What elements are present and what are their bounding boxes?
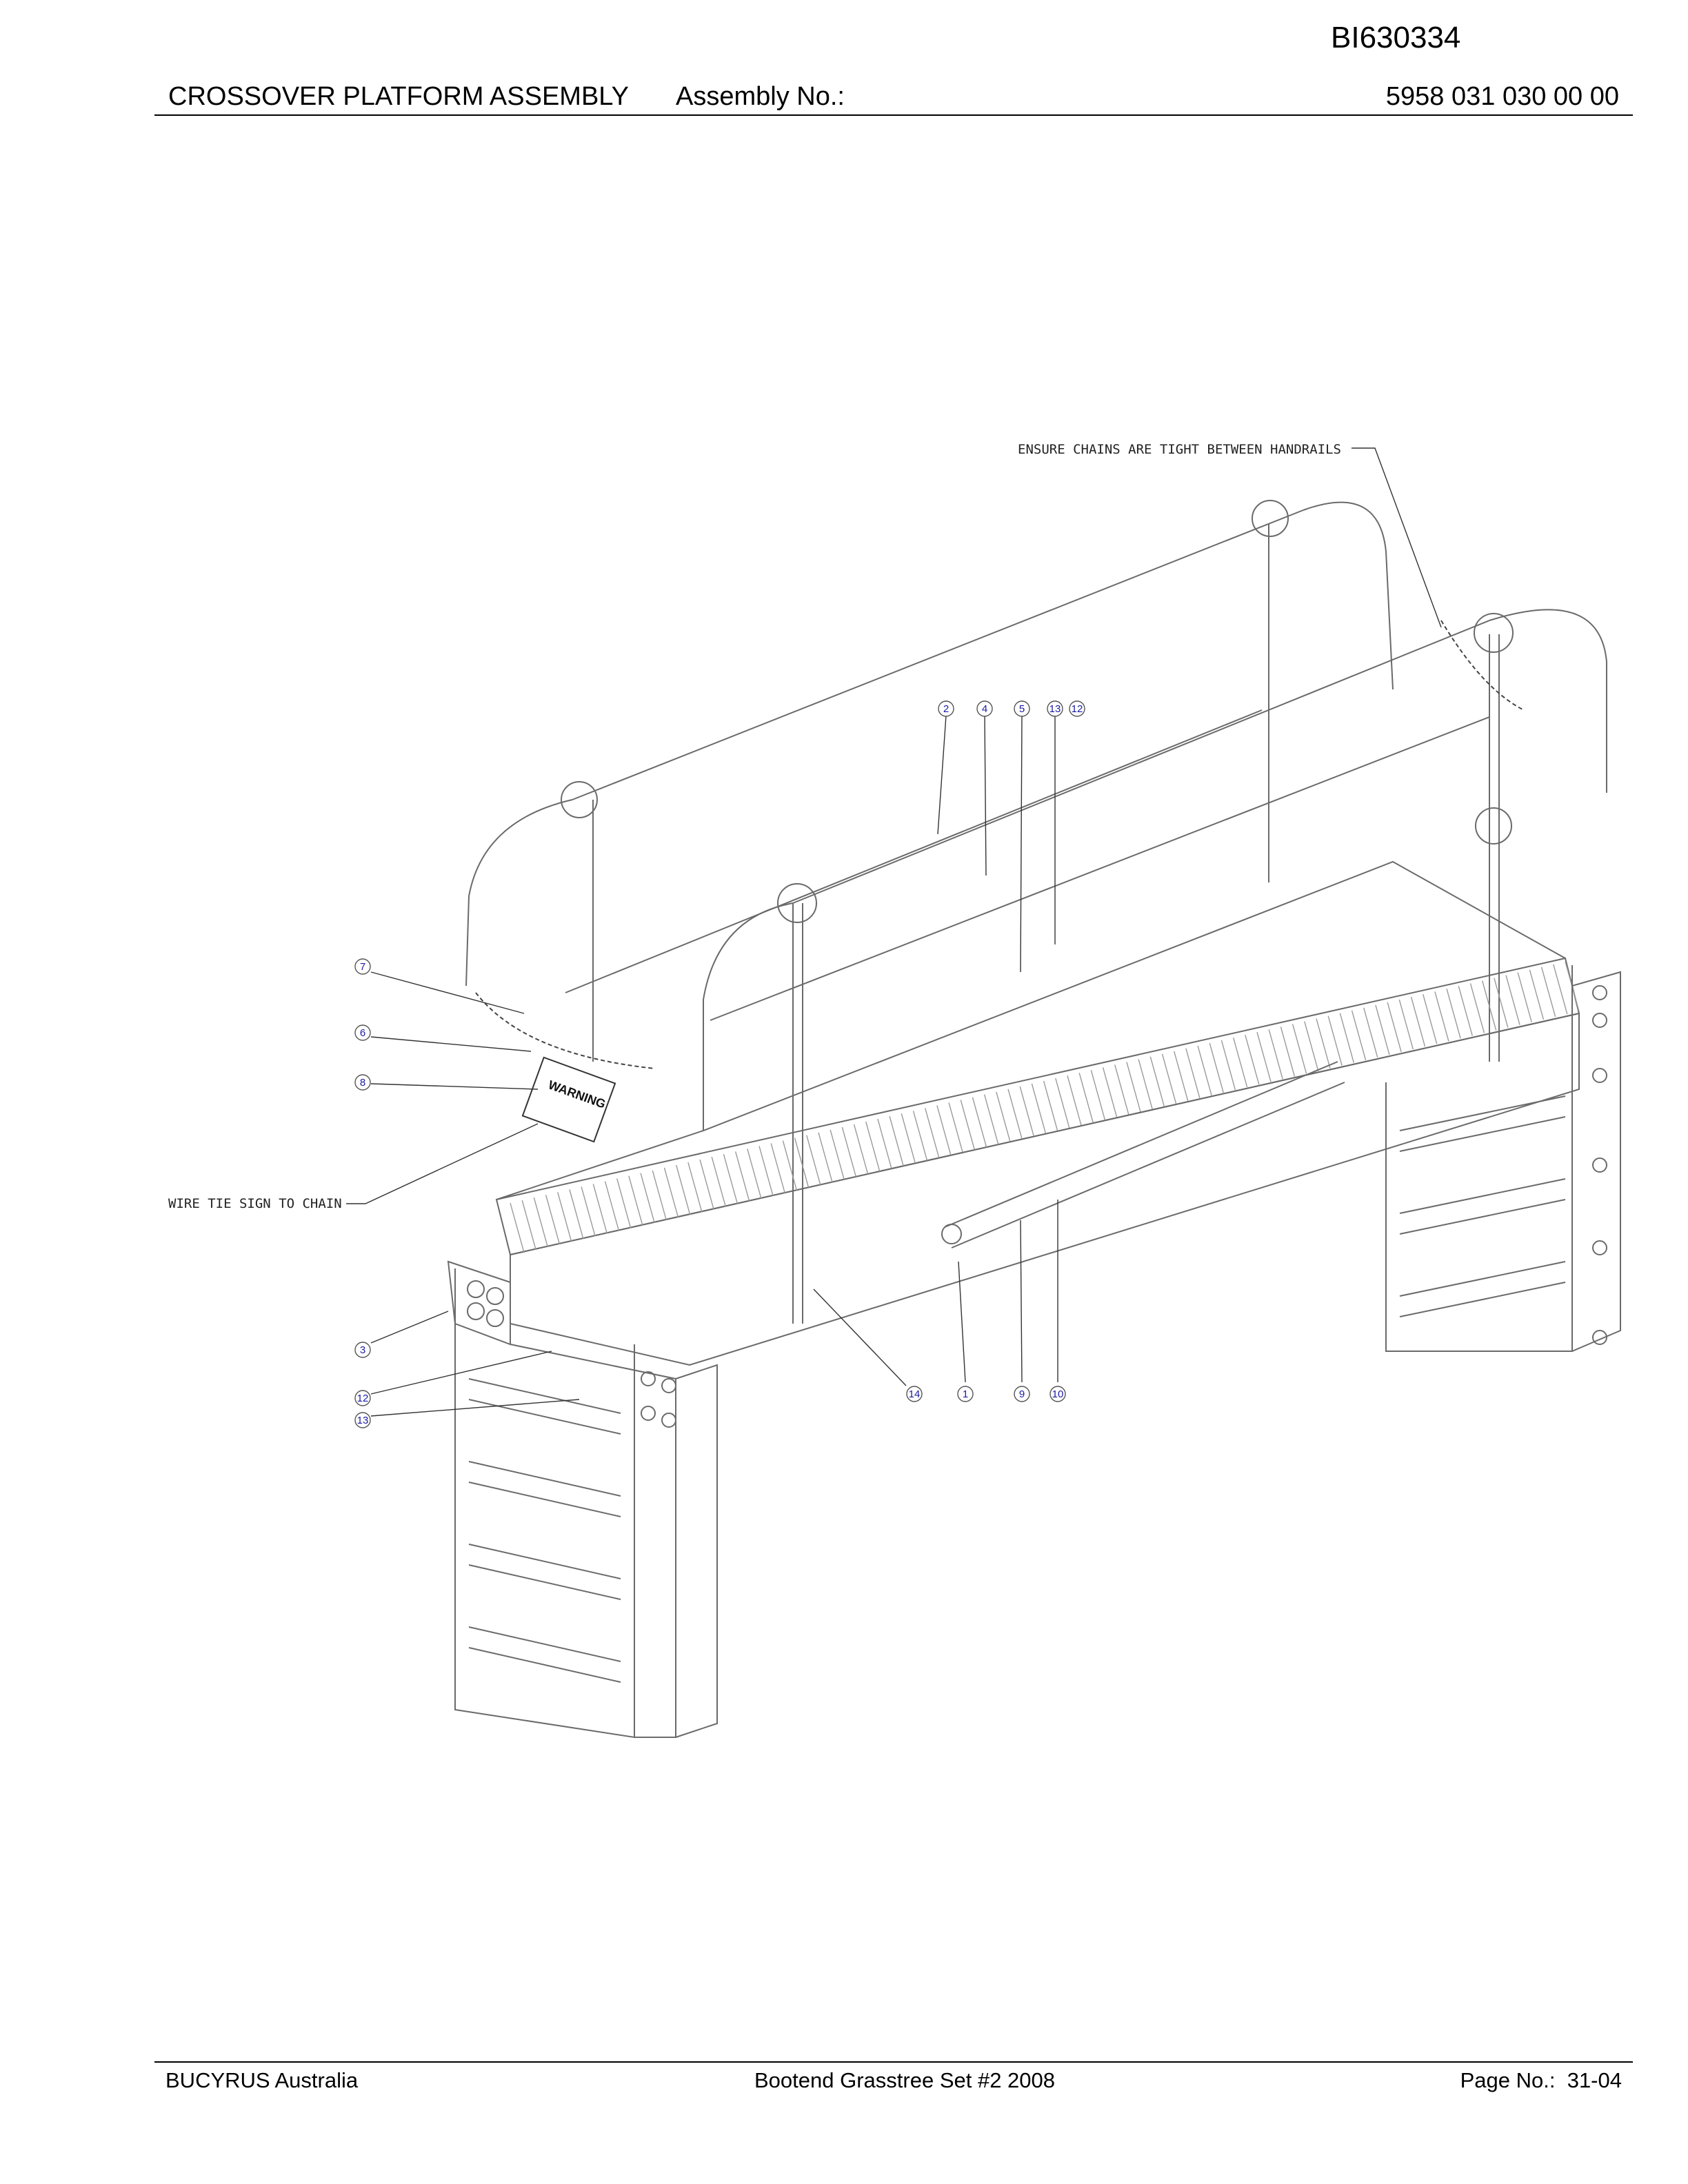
leader-lines xyxy=(346,447,1442,1417)
footer-company: BUCYRUS Australia xyxy=(165,2068,359,2092)
callout-14: 14 xyxy=(909,1388,921,1400)
callout-2: 2 xyxy=(943,703,949,715)
assembly-title: CROSSOVER PLATFORM ASSEMBLY xyxy=(168,82,629,111)
callout-12-left: 12 xyxy=(357,1393,369,1404)
assembly-number-label: Assembly No.: xyxy=(676,82,845,111)
support-frames xyxy=(447,965,1621,1739)
footer-page-label: Page No.: xyxy=(1460,2068,1556,2092)
callout-13-left: 13 xyxy=(357,1415,369,1426)
chain-group xyxy=(475,620,1525,1069)
note-wire-tie-sign: WIRE TIE SIGN TO CHAIN xyxy=(168,1196,342,1211)
note-chains-tight: ENSURE CHAINS ARE TIGHT BETWEEN HANDRAIL… xyxy=(1018,442,1341,457)
page-footer: BUCYRUS Australia Bootend Grasstree Set … xyxy=(154,2061,1633,2097)
callout-7: 7 xyxy=(360,961,365,973)
callout-13-top: 13 xyxy=(1049,703,1061,715)
callout-bubbles-top: 2 4 5 13 12 xyxy=(938,700,1085,717)
callout-bubbles-left: 7 6 8 3 12 13 xyxy=(354,958,371,1428)
callout-10: 10 xyxy=(1052,1388,1064,1400)
bolt-pattern xyxy=(467,985,1607,1428)
document-id: BI630334 xyxy=(1331,21,1461,54)
callout-8: 8 xyxy=(360,1077,365,1089)
page-header: CROSSOVER PLATFORM ASSEMBLY Assembly No.… xyxy=(154,76,1633,116)
footer-page: Page No.: 31-04 xyxy=(1460,2068,1622,2093)
callout-5: 5 xyxy=(1019,703,1025,715)
warning-sign xyxy=(521,1056,616,1143)
assembly-number: 5958 031 030 00 00 xyxy=(1385,82,1619,111)
callout-1: 1 xyxy=(963,1388,968,1400)
callout-4: 4 xyxy=(982,703,987,715)
footer-page-number: 31-04 xyxy=(1567,2068,1622,2092)
callout-3: 3 xyxy=(360,1344,365,1356)
callout-9: 9 xyxy=(1019,1388,1025,1400)
callout-bubbles-bottom: 14 1 9 10 xyxy=(906,1386,1066,1402)
platform-linework xyxy=(465,500,1607,1366)
callout-6: 6 xyxy=(360,1027,365,1039)
footer-project: Bootend Grasstree Set #2 2008 xyxy=(754,2068,1056,2092)
grating xyxy=(510,961,1580,1253)
callout-12-top: 12 xyxy=(1072,703,1083,715)
warning-sign-group: WARNING xyxy=(521,1056,616,1143)
